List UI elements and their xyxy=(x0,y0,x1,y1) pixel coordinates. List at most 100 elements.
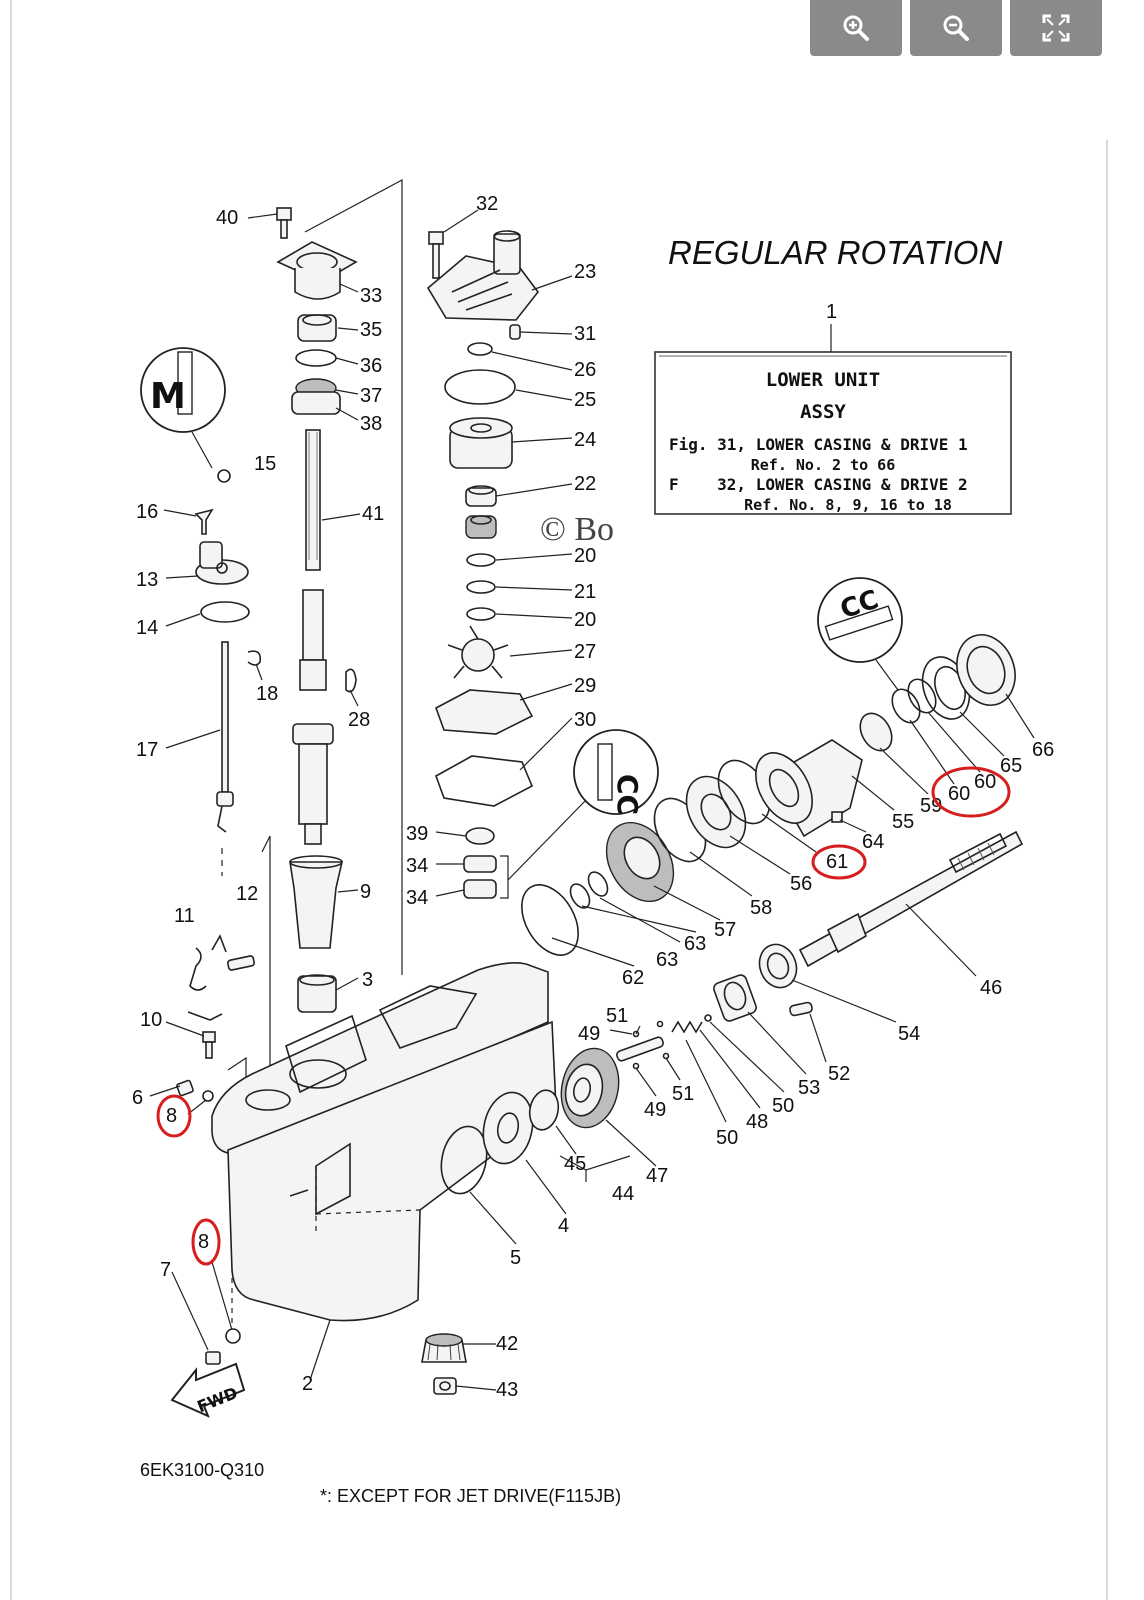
zoom-out-button[interactable] xyxy=(910,0,1002,56)
part-number-14: 14 xyxy=(136,617,158,639)
callout-top-center-letters: CC xyxy=(611,774,644,815)
part-number-5: 5 xyxy=(510,1247,521,1269)
part-number-45: 45 xyxy=(564,1153,586,1175)
shim-36 xyxy=(295,349,337,367)
part-number-3: 3 xyxy=(362,969,373,991)
part-number-40: 40 xyxy=(216,207,238,229)
bearing-19 xyxy=(465,515,497,539)
bearing-56 xyxy=(685,775,747,849)
bolt-6 xyxy=(176,1079,194,1097)
part-number-4: 4 xyxy=(558,1215,569,1237)
part-number-51-lower: 51 xyxy=(672,1083,694,1105)
bolt-10 xyxy=(187,1011,223,1059)
bearings-39-34 xyxy=(463,827,497,899)
drive-shaft-41 xyxy=(292,429,334,845)
pin-12 xyxy=(227,955,255,971)
callout-top-left-letter: M xyxy=(150,376,186,417)
part-number-31: 31 xyxy=(574,323,596,345)
part-number-29: 29 xyxy=(574,675,596,697)
clip-18 xyxy=(247,650,262,666)
watermark-text: © Bo xyxy=(540,511,614,548)
lower-casing-2 xyxy=(211,962,557,1322)
fullscreen-button[interactable] xyxy=(1010,0,1102,56)
part-number-12: 12 xyxy=(236,883,258,905)
part-number-22: 22 xyxy=(574,473,596,495)
bolt-40 xyxy=(276,207,292,239)
part-number-23: 23 xyxy=(574,261,596,283)
impeller-27 xyxy=(447,625,509,679)
outer-plate-29 xyxy=(435,689,534,735)
highlight-marks xyxy=(156,766,1011,1266)
shim-63b xyxy=(587,871,609,897)
zoom-in-button[interactable] xyxy=(810,0,902,56)
bearing-3 xyxy=(297,974,337,1013)
part-number-42: 42 xyxy=(496,1333,518,1355)
part-number-46: 46 xyxy=(980,977,1002,999)
part-number-64: 64 xyxy=(862,831,884,853)
part-number-43: 43 xyxy=(496,1379,518,1401)
part-number-50-b: 50 xyxy=(772,1095,794,1117)
part-number-21: 21 xyxy=(574,581,596,603)
frame-left-line xyxy=(10,0,12,1600)
part-number-48: 48 xyxy=(746,1111,768,1133)
viewer-toolbar xyxy=(810,0,1102,56)
part-number-66: 66 xyxy=(1032,739,1054,761)
part-number-50: 50 xyxy=(716,1127,738,1149)
bearing-37-38 xyxy=(291,378,341,415)
washer-21 xyxy=(466,580,496,594)
part-number-38: 38 xyxy=(360,413,382,435)
fullscreen-icon xyxy=(1042,14,1070,42)
part-number-60: 60 xyxy=(948,783,970,805)
part-number-2: 2 xyxy=(302,1373,313,1395)
washer-20-lower xyxy=(466,607,496,621)
seal-housing-33 xyxy=(276,241,358,300)
part-number-51: 51 xyxy=(606,1005,628,1027)
oil-seal-60 xyxy=(891,688,921,724)
diagram-title: REGULAR ROTATION xyxy=(668,234,1002,271)
part-number-56: 56 xyxy=(790,873,812,895)
part-number-44: 44 xyxy=(612,1183,634,1205)
part-number-34-lower: 34 xyxy=(406,887,428,909)
shift-plunger-48-53 xyxy=(616,1014,712,1070)
info-box-line-3: Fig. 31, LOWER CASING & DRIVE 1 xyxy=(669,435,968,454)
part-number-57: 57 xyxy=(714,919,736,941)
oil-seal-60b xyxy=(907,678,937,714)
callout-top-center: CC xyxy=(507,729,659,881)
propeller-shaft-46 xyxy=(798,830,1024,968)
bearing-4 xyxy=(482,1091,534,1165)
screw-16 xyxy=(194,508,214,535)
callout-right: CC xyxy=(817,577,903,691)
key-28 xyxy=(345,668,357,693)
highlight-part-61 xyxy=(811,844,867,880)
seal-22 xyxy=(465,485,497,507)
sleeve-9 xyxy=(289,855,344,949)
info-box-line-2: ASSY xyxy=(800,401,846,423)
part-number-63-b: 63 xyxy=(684,933,706,955)
info-box-line-1: LOWER UNIT xyxy=(766,369,880,391)
footnote: *: EXCEPT FOR JET DRIVE(F115JB) xyxy=(320,1486,621,1506)
part-number-49: 49 xyxy=(578,1023,600,1045)
dog-clutch-53 xyxy=(713,974,757,1022)
part-number-62: 62 xyxy=(622,967,644,989)
part-number-37: 37 xyxy=(360,385,382,407)
shift-rod-17 xyxy=(216,641,234,876)
part-number-24: 24 xyxy=(574,429,596,451)
part-number-55: 55 xyxy=(892,811,914,833)
part-number-52: 52 xyxy=(828,1063,850,1085)
part-number-54: 54 xyxy=(898,1023,920,1045)
leader-lines xyxy=(149,209,1035,1391)
shim-62 xyxy=(521,884,579,956)
spring-54 xyxy=(758,943,798,989)
insert-cartridge-24 xyxy=(449,417,513,469)
part-number-61: 61 xyxy=(826,851,848,873)
info-box-line-4: Ref. No. 2 to 66 xyxy=(751,456,896,474)
ring-nut-66 xyxy=(956,634,1016,706)
clip-11b xyxy=(211,934,227,953)
assembly-13 xyxy=(195,541,249,585)
part-number-36: 36 xyxy=(360,355,382,377)
pin-31 xyxy=(509,324,521,340)
washer-8-upper xyxy=(202,1090,214,1102)
info-box xyxy=(654,351,1012,515)
washer-20 xyxy=(466,553,496,567)
part-number-6: 6 xyxy=(132,1087,143,1109)
